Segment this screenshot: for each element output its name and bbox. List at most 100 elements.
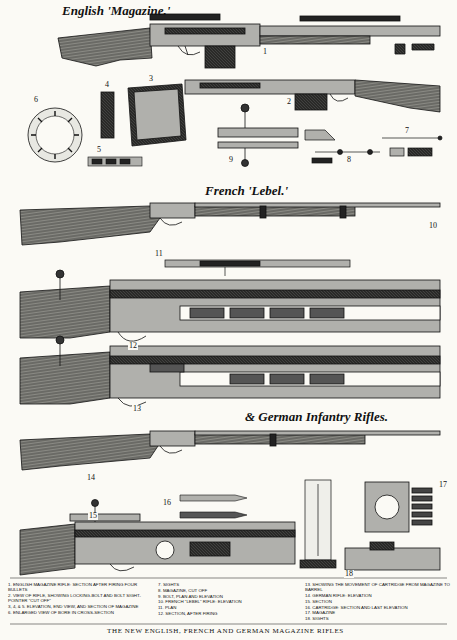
bolt-plan-elevation [218, 142, 298, 148]
english-rifle-section [260, 36, 370, 44]
english-rifle-section [185, 46, 188, 55]
english-rifle-view [295, 94, 327, 110]
german-sight [300, 560, 336, 568]
lebel-section-after-firing [20, 286, 110, 338]
sights-parts [390, 148, 404, 156]
callout-number: 15 [88, 512, 98, 520]
lebel-section-after-firing [190, 308, 344, 318]
german-rifle-elevation [160, 446, 182, 453]
german-magazine [345, 548, 440, 570]
callout-number: 11 [154, 250, 164, 258]
callout-number: 3 [148, 75, 154, 83]
german-magazine [370, 542, 394, 550]
german-magazine [412, 512, 432, 517]
german-section [110, 564, 134, 571]
german-section [92, 500, 99, 507]
german-magazine [345, 482, 440, 570]
magazine-section [88, 157, 142, 166]
lebel-section-after-firing [60, 276, 61, 300]
magazine-cut-off [338, 150, 343, 155]
key-entry: 6. ENLARGED VIEW OF BORE IN CROSS-SECTIO… [8, 610, 153, 615]
english-rifle-view [185, 80, 440, 112]
english-rifle-section [165, 28, 245, 34]
lebel-cartridge-movement [110, 346, 440, 398]
lebel-cartridge-movement [180, 372, 440, 386]
english-rifle-section [260, 26, 440, 36]
key-entry: 11. PLAN [158, 605, 303, 610]
lebel-bolt-plan [200, 261, 260, 266]
german-section [75, 530, 295, 537]
callout-number: 17 [438, 481, 448, 489]
lebel-bolt-plan [165, 260, 350, 276]
english-rifle-view [200, 83, 260, 88]
magazine-elevation [134, 89, 181, 140]
magazine-cut-off [305, 130, 335, 140]
cartridges [180, 495, 247, 501]
key-entry: 8. MAGAZINE, CUT OFF [158, 588, 303, 593]
callout-number: 6 [33, 96, 39, 104]
callout-number: 7 [404, 127, 410, 135]
german-rifle-elevation [195, 431, 440, 435]
english-rifle-section [205, 46, 235, 68]
lebel-rifle-elevation [340, 206, 346, 218]
english-rifle-section [395, 44, 434, 54]
key-entry: 18. SIGHTS [305, 616, 450, 621]
callout-number: 18 [344, 570, 354, 578]
key-entry: 7. SIGHTS [158, 582, 303, 587]
callout-number: 2 [286, 98, 292, 106]
german-magazine [375, 495, 399, 519]
callout-number: 10 [428, 222, 438, 230]
bolt-plan-elevation [245, 148, 246, 160]
english-rifle-section [58, 14, 440, 68]
magazine-cut-off [368, 150, 373, 155]
key-entry: 13. SHOWING THE MOVEMENT OF CARTRIDGE FR… [305, 582, 450, 593]
lebel-rifle-elevation [20, 203, 440, 245]
german-rifle-elevation [270, 434, 276, 446]
german-magazine [365, 482, 409, 532]
lebel-rifle-elevation [20, 206, 160, 245]
lebel-cartridge-movement [270, 374, 304, 384]
magazine-end-view [101, 92, 114, 138]
callout-number: 9 [228, 156, 234, 164]
lebel-cartridge-movement [20, 336, 440, 406]
english-rifle-section [58, 28, 152, 66]
callout-number: 13 [132, 405, 142, 413]
lebel-section-after-firing [56, 270, 64, 278]
bolt-plan-elevation [218, 104, 298, 167]
bolt-plan-elevation [245, 110, 246, 128]
english-rifle-section [150, 24, 260, 46]
key-entry: 9. BOLT, PLAN AND ELEVATION [158, 594, 303, 599]
german-sight [318, 484, 319, 556]
magazine-section [106, 159, 116, 164]
magazine-elevation [128, 84, 186, 146]
lebel-section-after-firing [110, 280, 440, 332]
lebel-section-after-firing [110, 290, 440, 298]
german-section [20, 500, 295, 576]
cartridges [180, 495, 247, 518]
german-section [190, 542, 230, 556]
german-rifle-elevation [150, 431, 195, 446]
sights-parts [382, 138, 440, 139]
english-rifle-section [178, 46, 200, 55]
lebel-rifle-elevation [160, 218, 182, 225]
lebel-bolt-plan [225, 267, 226, 276]
lebel-bolt-plan [165, 260, 350, 267]
rule-line [10, 624, 447, 625]
key-entry: 12. SECTION, AFTER FIRING [158, 611, 303, 616]
bore-cross-section [31, 111, 79, 159]
callout-number: 5 [96, 146, 102, 154]
german-magazine [412, 496, 432, 501]
key-entry: 10. FRENCH "LEBEL" RIFLE: ELEVATION [158, 599, 303, 604]
bolt-plan-elevation [241, 104, 249, 112]
lebel-rifle-elevation [195, 206, 355, 216]
german-section [70, 514, 140, 521]
lebel-cartridge-movement [60, 342, 61, 366]
german-sight [300, 480, 336, 568]
lebel-section-after-firing [20, 270, 440, 341]
english-rifle-view [355, 80, 440, 112]
callout-number: 12 [128, 342, 138, 350]
sights-parts [382, 136, 442, 156]
lebel-section-after-firing [310, 308, 344, 318]
key-entry: 17. MAGAZINE [305, 610, 450, 615]
